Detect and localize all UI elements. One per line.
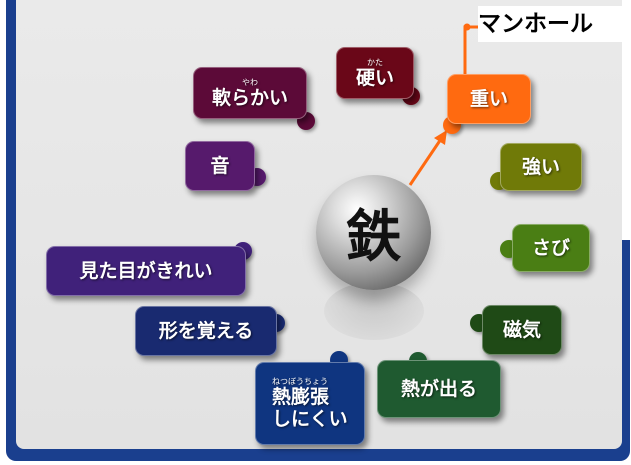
node-label: さび [531, 237, 570, 259]
ruby-text: やわ [242, 77, 258, 87]
node-label: 軟らかい [211, 86, 288, 109]
manhole-title: マンホール [478, 6, 628, 42]
connector-dot [463, 23, 471, 31]
frame-gap [622, 0, 631, 240]
node-label: 形を覚える [158, 320, 254, 342]
node-magnetic: 磁気 [482, 305, 562, 355]
node-hard: かた 硬い [336, 47, 414, 99]
node-heavy: 重い [447, 74, 531, 124]
node-pretty: 見た目がきれい [46, 246, 246, 296]
node-label: 見た目がきれい [79, 260, 213, 282]
node-label: 磁気 [502, 319, 541, 341]
node-rust: さび [512, 224, 590, 272]
arrow-head [434, 130, 447, 145]
ruby-text: ねつぼうちょう [272, 377, 328, 386]
node-heat: 熱が出る [377, 360, 501, 418]
node-label: 強い [521, 156, 560, 178]
node-shape: 形を覚える [135, 306, 277, 356]
iron-sphere [316, 175, 431, 290]
node-label: 重い [469, 88, 508, 110]
center-label: 鉄 [345, 204, 402, 270]
node-label-line2: しにくい [272, 408, 348, 430]
ruby-text: かた [367, 57, 383, 67]
node-label: 熱が出る [400, 378, 477, 400]
node-label: 硬い [355, 66, 394, 89]
node-sound: 音 [185, 141, 255, 191]
node-soft: やわ 軟らかい [193, 67, 307, 119]
node-label: 熱膨張 [272, 386, 330, 408]
arrow-line [408, 138, 443, 186]
sphere-reflection [324, 282, 424, 340]
node-strong: 強い [500, 143, 582, 191]
node-label: 音 [210, 155, 230, 177]
node-thermal: ねつぼうちょう 熱膨張 しにくい [255, 362, 365, 445]
